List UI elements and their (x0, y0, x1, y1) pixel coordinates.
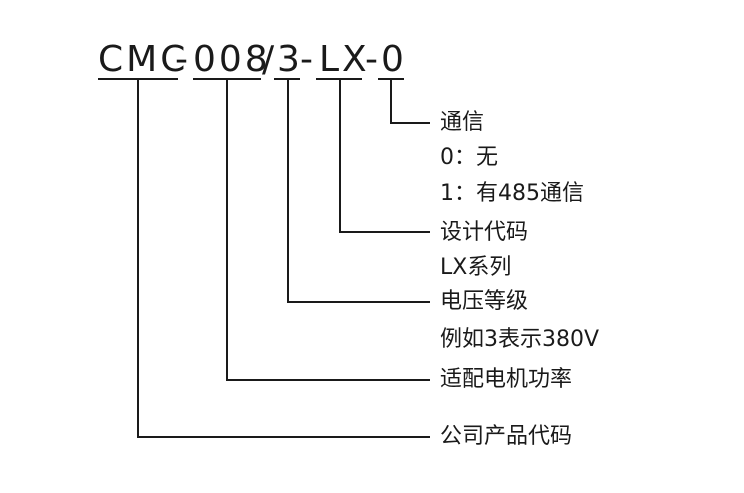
code-dash-3: - (365, 39, 378, 80)
code-series: LX (319, 39, 370, 80)
code-dash-1: - (175, 39, 188, 80)
leader-power (226, 79, 430, 381)
label-design-desc: LX系列 (440, 255, 512, 280)
label-comm-option-0: 0：无 (440, 145, 498, 170)
label-design-title: 设计代码 (440, 220, 529, 245)
code-power: 008 (193, 39, 271, 80)
label-comm-option-1: 1：有485通信 (440, 181, 584, 206)
leader-series (339, 79, 430, 233)
label-voltage-desc: 例如3表示380V (440, 327, 600, 352)
label-company-title: 公司产品代码 (440, 424, 573, 449)
code-voltage: 3 (277, 39, 303, 80)
label-power-title: 适配电机功率 (440, 367, 573, 392)
leader-voltage (287, 79, 430, 303)
code-prefix: CMC (98, 39, 189, 80)
leader-prefix (137, 79, 430, 438)
code-slash: / (262, 39, 275, 80)
leader-comm (390, 79, 430, 124)
label-voltage-title: 电压等级 (440, 289, 529, 314)
label-comm-title: 通信 (440, 110, 485, 135)
code-dash-2: - (300, 39, 313, 80)
code-comm: 0 (381, 39, 407, 80)
